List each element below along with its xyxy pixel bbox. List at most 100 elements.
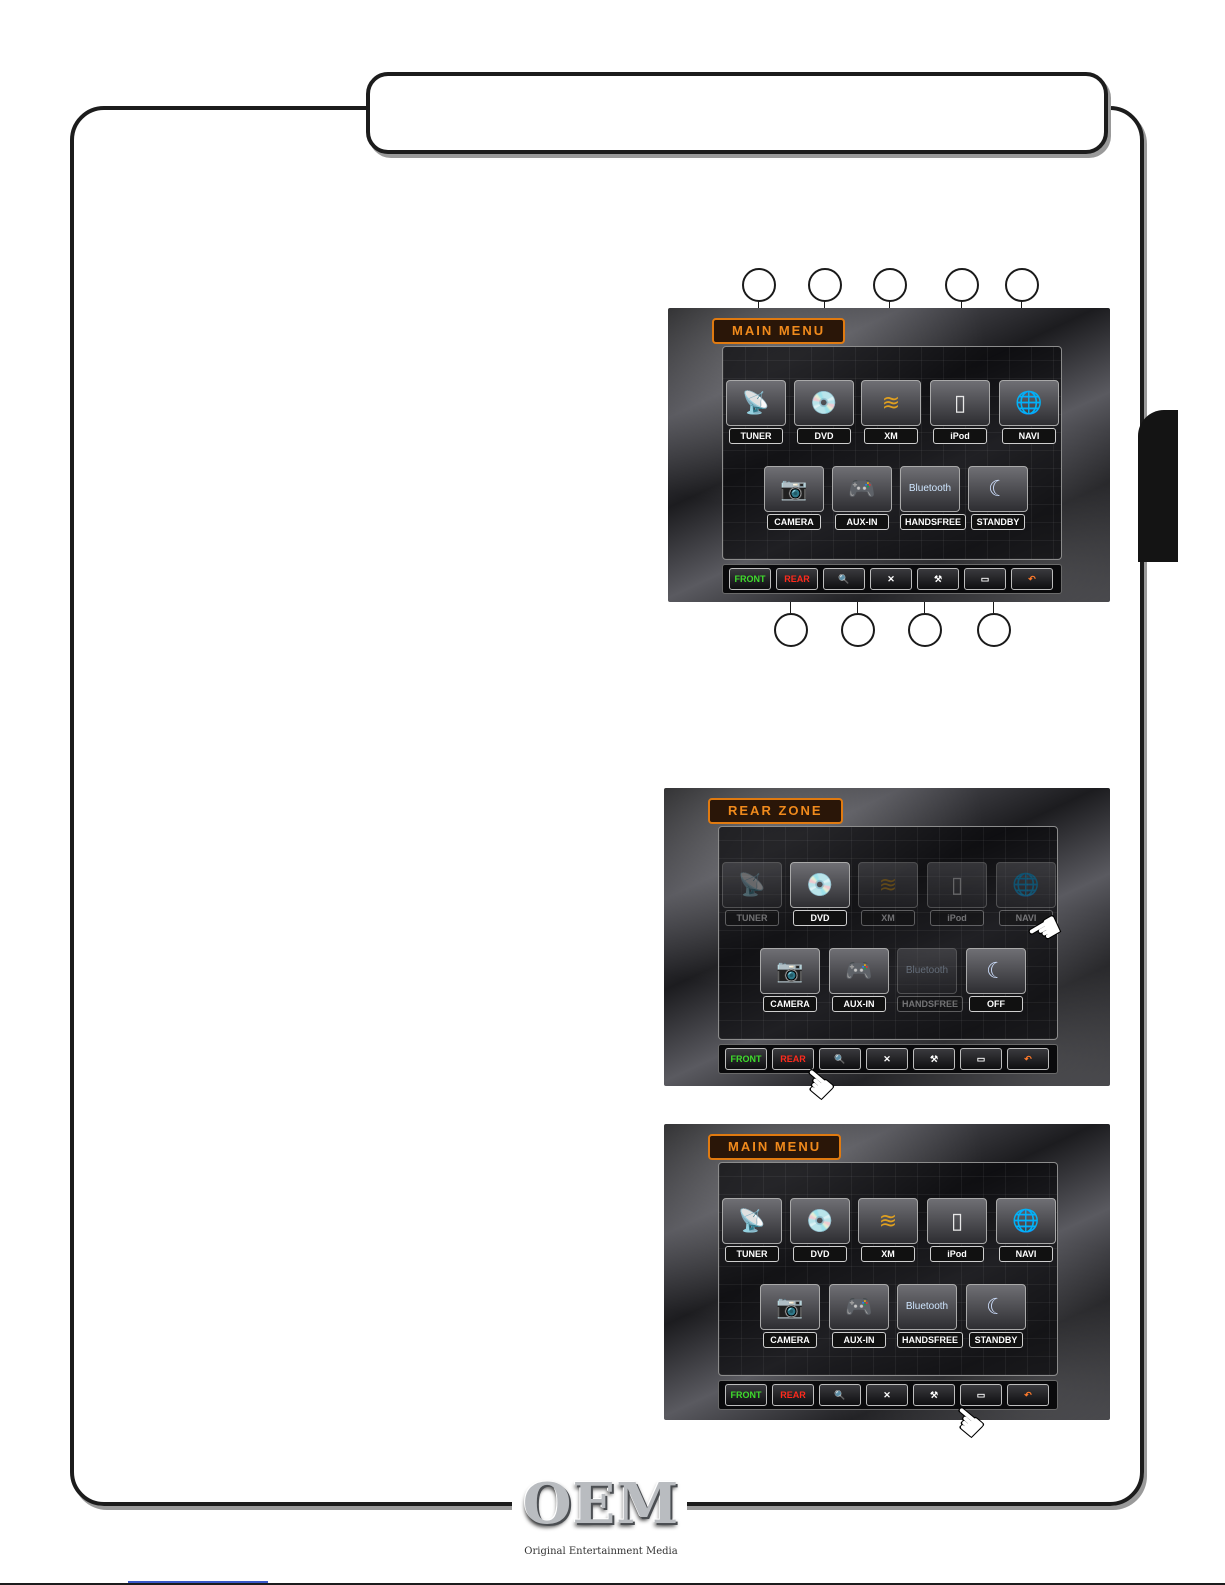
dvd-button[interactable]: 💿 DVD <box>794 380 854 444</box>
logo-subtitle: Original Entertainment Media <box>524 1546 678 1557</box>
tile-label: HANDSFREE <box>897 1332 964 1348</box>
screen-title: REAR ZONE <box>708 798 843 824</box>
header-title-bar <box>366 72 1108 154</box>
satellite-dish-icon[interactable]: ✕ <box>866 1048 908 1070</box>
camera-button[interactable]: 📷 CAMERA <box>760 948 820 1012</box>
camera-button[interactable]: 📷 CAMERA <box>764 466 824 530</box>
xm-button[interactable]: ≋ XM <box>858 862 918 926</box>
tile-label: DVD <box>793 1246 847 1262</box>
disc-icon: 💿 <box>794 380 854 426</box>
tools-icon[interactable]: ⚒ <box>917 568 959 590</box>
main-menu-screen: MAIN MENU 📡 TUNER 💿 DVD ≋ XM ▯ iPod 🌐 NA… <box>664 1124 1110 1420</box>
tools-icon[interactable]: ⚒ <box>913 1384 955 1406</box>
back-arrow-icon[interactable]: ↶ <box>1011 568 1053 590</box>
tile-label: AUX-IN <box>835 514 889 530</box>
back-arrow-icon[interactable]: ↶ <box>1007 1048 1049 1070</box>
tools-icon[interactable]: ⚒ <box>913 1048 955 1070</box>
tuner-button[interactable]: 📡 TUNER <box>722 862 782 926</box>
tile-label: TUNER <box>725 1246 779 1262</box>
rear-button[interactable]: REAR <box>776 568 818 590</box>
callout-circle <box>908 613 942 647</box>
footer-logo-gap <box>512 1484 687 1514</box>
main-menu-screen: MAIN MENU 📡 TUNER 💿 DVD ≋ XM ▯ iPod 🌐 NA… <box>668 308 1110 602</box>
dvd-button[interactable]: 💿 DVD <box>790 1198 850 1262</box>
camera-icon: 📷 <box>764 466 824 512</box>
tuner-icon: 📡 <box>722 1198 782 1244</box>
callout-circle <box>945 268 979 302</box>
gamepad-icon: 🎮 <box>832 466 892 512</box>
camera-button[interactable]: 📷 CAMERA <box>760 1284 820 1348</box>
aux-in-button[interactable]: 🎮 AUX-IN <box>829 1284 889 1348</box>
callout-circle <box>774 613 808 647</box>
off-button[interactable]: ☾ OFF <box>966 948 1026 1012</box>
tuner-button[interactable]: 📡 TUNER <box>726 380 786 444</box>
handsfree-button[interactable]: Bluetooth HANDSFREE <box>900 466 967 530</box>
front-button[interactable]: FRONT <box>725 1384 767 1406</box>
dvd-button[interactable]: 💿 DVD <box>790 862 850 926</box>
tile-label: NAVI <box>1002 428 1056 444</box>
standby-button[interactable]: ☾ STANDBY <box>966 1284 1026 1348</box>
tile-label: STANDBY <box>969 1332 1023 1348</box>
ipod-button[interactable]: ▯ iPod <box>927 1198 987 1262</box>
callout-circle <box>841 613 875 647</box>
bluetooth-icon: Bluetooth <box>897 948 957 994</box>
back-arrow-icon[interactable]: ↶ <box>1007 1384 1049 1406</box>
screen-icon[interactable]: ▭ <box>960 1048 1002 1070</box>
tuner-icon: 📡 <box>722 862 782 908</box>
bluetooth-icon: Bluetooth <box>900 466 960 512</box>
xm-button[interactable]: ≋ XM <box>858 1198 918 1262</box>
ipod-icon: ▯ <box>930 380 990 426</box>
handsfree-button[interactable]: Bluetooth HANDSFREE <box>897 1284 964 1348</box>
tuner-icon: 📡 <box>726 380 786 426</box>
gamepad-icon: 🎮 <box>829 1284 889 1330</box>
tile-label: TUNER <box>725 910 779 926</box>
navi-button[interactable]: 🌐 NAVI <box>996 862 1056 926</box>
screen-title: MAIN MENU <box>712 318 846 344</box>
tile-label: HANDSFREE <box>900 514 967 530</box>
moon-monitor-icon: ☾ <box>966 948 1026 994</box>
ipod-button[interactable]: ▯ iPod <box>927 862 987 926</box>
disc-icon: 💿 <box>790 1198 850 1244</box>
rear-button[interactable]: REAR <box>772 1048 814 1070</box>
screen-title: MAIN MENU <box>708 1134 842 1160</box>
aux-in-button[interactable]: 🎮 AUX-IN <box>829 948 889 1012</box>
globe-icon: 🌐 <box>996 862 1056 908</box>
tile-label: iPod <box>930 1246 984 1262</box>
xm-radio-icon: ≋ <box>858 1198 918 1244</box>
tile-label: CAMERA <box>767 514 821 530</box>
screen-icon[interactable]: ▭ <box>964 568 1006 590</box>
globe-icon: 🌐 <box>999 380 1059 426</box>
menu-toolbar: FRONT REAR 🔍 ✕ ⚒ ▭ ↶ <box>722 564 1062 594</box>
gamepad-icon: 🎮 <box>829 948 889 994</box>
tile-label: DVD <box>793 910 847 926</box>
camera-icon: 📷 <box>760 1284 820 1330</box>
search-globe-icon[interactable]: 🔍 <box>823 568 865 590</box>
search-globe-icon[interactable]: 🔍 <box>819 1048 861 1070</box>
tile-label: OFF <box>969 996 1023 1012</box>
satellite-dish-icon[interactable]: ✕ <box>866 1384 908 1406</box>
navi-button[interactable]: 🌐 NAVI <box>996 1198 1056 1262</box>
tile-label: XM <box>864 428 918 444</box>
aux-in-button[interactable]: 🎮 AUX-IN <box>832 466 892 530</box>
standby-button[interactable]: ☾ STANDBY <box>968 466 1028 530</box>
callout-circle <box>808 268 842 302</box>
satellite-dish-icon[interactable]: ✕ <box>870 568 912 590</box>
tile-label: NAVI <box>999 1246 1053 1262</box>
tile-label: AUX-IN <box>832 1332 886 1348</box>
search-globe-icon[interactable]: 🔍 <box>819 1384 861 1406</box>
navi-button[interactable]: 🌐 NAVI <box>999 380 1059 444</box>
oem-logo: OEM Original Entertainment Media <box>522 1472 680 1584</box>
moon-monitor-icon: ☾ <box>968 466 1028 512</box>
footer-link-underline <box>128 1581 268 1583</box>
front-button[interactable]: FRONT <box>729 568 771 590</box>
screen-icon[interactable]: ▭ <box>960 1384 1002 1406</box>
menu-toolbar: FRONT REAR 🔍 ✕ ⚒ ▭ ↶ <box>718 1380 1058 1410</box>
section-side-tab <box>1138 410 1178 562</box>
ipod-button[interactable]: ▯ iPod <box>930 380 990 444</box>
handsfree-button[interactable]: Bluetooth HANDSFREE <box>897 948 964 1012</box>
rear-button[interactable]: REAR <box>772 1384 814 1406</box>
tuner-button[interactable]: 📡 TUNER <box>722 1198 782 1262</box>
front-button[interactable]: FRONT <box>725 1048 767 1070</box>
xm-button[interactable]: ≋ XM <box>861 380 921 444</box>
logo-mark: OEM <box>522 1471 680 1537</box>
